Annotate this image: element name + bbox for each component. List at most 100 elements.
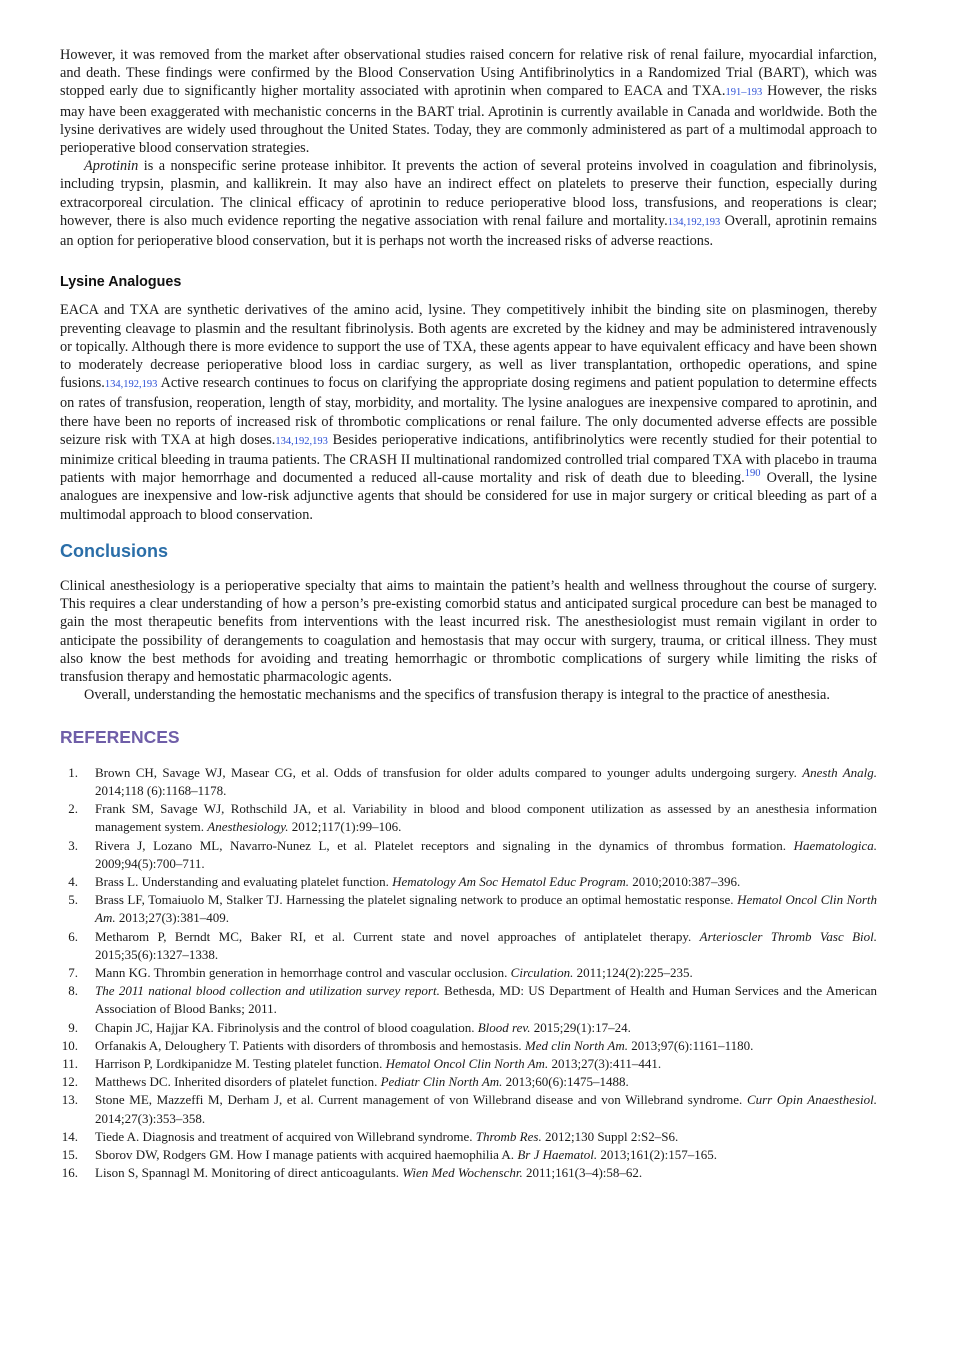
reference-number: 6. bbox=[68, 928, 78, 944]
reference-authors-title: Brown CH, Savage WJ, Masear CG, et al. O… bbox=[95, 764, 803, 780]
reference-volume: 2012;130 Suppl 2:S2–S6. bbox=[541, 1128, 679, 1144]
reference-number: 7. bbox=[68, 964, 78, 980]
reference-number: 5. bbox=[68, 892, 78, 908]
reference-volume: 2015;29(1):17–24. bbox=[530, 1019, 631, 1035]
conclusions-paragraph-1: Clinical anesthesiology is a perioperati… bbox=[60, 578, 877, 686]
citation-link[interactable]: 190 bbox=[744, 468, 761, 480]
reference-volume: 2011;161(3–4):58–62. bbox=[522, 1165, 643, 1181]
intro-paragraph-1: However, it was removed from the market … bbox=[60, 46, 877, 157]
reference-journal: Anesthesiology. bbox=[207, 819, 289, 835]
reference-number: 14. bbox=[61, 1128, 78, 1144]
reference-item: 15. Sborov DW, Rodgers GM. How I manage p… bbox=[60, 1146, 877, 1164]
reference-item: 4. Brass L. Understanding and evaluating … bbox=[60, 873, 877, 891]
reference-authors-title: Matthews DC. Inherited disorders of plat… bbox=[95, 1074, 381, 1090]
reference-journal: Med clin North Am. bbox=[524, 1037, 628, 1053]
paragraph-text: Overall, the lysine analogues are inexpe… bbox=[60, 470, 877, 523]
paragraph-text: Besides perioperative indications, antif… bbox=[60, 431, 877, 487]
reference-journal: Haematologica. bbox=[793, 837, 877, 853]
reference-journal: The 2011 national blood collection and u… bbox=[95, 983, 440, 999]
reference-authors-title: Tiede A. Diagnosis and treatment of acqu… bbox=[95, 1128, 476, 1144]
reference-number: 9. bbox=[68, 1019, 78, 1035]
document-page: However, it was removed from the market … bbox=[60, 46, 877, 1182]
reference-journal: Br J Haematol. bbox=[517, 1146, 598, 1162]
reference-authors-title: Mann KG. Thrombin generation in hemorrha… bbox=[95, 964, 511, 980]
references-heading: REFERENCES bbox=[60, 726, 180, 747]
reference-number: 16. bbox=[61, 1165, 78, 1181]
reference-journal: Blood rev. bbox=[477, 1019, 531, 1035]
reference-item: 16. Lison S, Spannagl M. Monitoring of di… bbox=[60, 1164, 877, 1182]
reference-volume: 2011;124(2):225–235. bbox=[573, 964, 693, 980]
intro-paragraph-2: Aprotinin is a nonspecific serine protea… bbox=[60, 157, 877, 250]
reference-journal: Circulation. bbox=[510, 964, 574, 980]
reference-item: 8. The 2011 national blood collection and… bbox=[60, 982, 877, 1018]
conclusions-paragraph-2: Overall, understanding the hemostatic me… bbox=[84, 687, 830, 704]
reference-number: 3. bbox=[68, 837, 78, 853]
reference-number: 13. bbox=[61, 1092, 78, 1108]
reference-authors-title: Harrison P, Lordkipanidze M. Testing pla… bbox=[95, 1055, 386, 1071]
reference-volume: 2013;27(3):381–409. bbox=[115, 910, 229, 926]
paragraph-text: However, it was removed from the market … bbox=[60, 47, 877, 100]
reference-volume: 2015;35(6):1327–1338. bbox=[95, 946, 219, 962]
reference-authors-title: Brass L. Understanding and evaluating pl… bbox=[95, 873, 393, 889]
lysine-paragraph: EACA and TXA are synthetic derivatives o… bbox=[60, 301, 877, 523]
reference-number: 11. bbox=[62, 1055, 78, 1071]
reference-item: 10. Orfanakis A, Deloughery T. Patients w… bbox=[60, 1037, 877, 1055]
reference-journal: Hematol Oncol Clin North Am. bbox=[95, 892, 878, 926]
paragraph-text: Overall, aprotinin remains an option for… bbox=[60, 212, 877, 250]
paragraph-text: However, the risks may have been exagger… bbox=[60, 83, 877, 157]
citation-link[interactable]: 191–193 bbox=[725, 87, 763, 99]
reference-journal: Arterioscler Thromb Vasc Biol. bbox=[699, 928, 877, 944]
reference-volume: 2009;94(5):700–711. bbox=[95, 855, 205, 871]
reference-number: 10. bbox=[61, 1037, 78, 1053]
reference-authors-title: Frank SM, Savage WJ, Rothschild JA, et a… bbox=[95, 801, 877, 835]
reference-number: 15. bbox=[61, 1146, 78, 1162]
reference-item: 2. Frank SM, Savage WJ, Rothschild JA, et… bbox=[60, 800, 877, 836]
reference-authors-title: Sborov DW, Rodgers GM. How I manage pati… bbox=[95, 1146, 518, 1162]
reference-volume: 2012;117(1):99–106. bbox=[288, 819, 402, 835]
citation-link[interactable]: 134,192,193 bbox=[667, 216, 721, 228]
reference-number: 1. bbox=[68, 764, 78, 780]
reference-number: 4. bbox=[68, 873, 78, 889]
reference-number: 8. bbox=[68, 983, 78, 999]
reference-item: 3. Rivera J, Lozano ML, Navarro-Nunez L, … bbox=[60, 837, 877, 873]
citation-link[interactable]: 134,192,193 bbox=[275, 435, 328, 447]
reference-journal: Hematology Am Soc Hematol Educ Program. bbox=[392, 873, 629, 889]
lysine-analogues-heading: Lysine Analogues bbox=[60, 274, 182, 291]
reference-volume: Bethesda, MD: US Department of Health an… bbox=[95, 983, 877, 1017]
reference-item: 12. Matthews DC. Inherited disorders of p… bbox=[60, 1073, 877, 1091]
reference-journal: Pediatr Clin North Am. bbox=[380, 1074, 503, 1090]
citation-link[interactable]: 134,192,193 bbox=[104, 379, 158, 391]
reference-authors-title: Lison S, Spannagl M. Monitoring of direc… bbox=[95, 1165, 403, 1181]
reference-journal: Thromb Res. bbox=[475, 1128, 542, 1144]
reference-volume: 2010;2010:387–396. bbox=[628, 873, 741, 889]
reference-item: 9. Chapin JC, Hajjar KA. Fibrinolysis and… bbox=[60, 1019, 877, 1037]
reference-number: 2. bbox=[68, 801, 78, 817]
reference-volume: 2013;161(2):157–165. bbox=[597, 1146, 717, 1162]
reference-item: 14. Tiede A. Diagnosis and treatment of a… bbox=[60, 1128, 877, 1146]
reference-volume: 2014;118 (6):1168–1178. bbox=[95, 782, 227, 798]
reference-journal: Anesth Analg. bbox=[802, 764, 877, 780]
reference-number: 12. bbox=[61, 1074, 78, 1090]
conclusions-heading: Conclusions bbox=[60, 540, 169, 561]
paragraph-text: Active research continues to focus on cl… bbox=[60, 375, 877, 448]
reference-volume: 2013;97(6):1161–1180. bbox=[627, 1037, 754, 1053]
paragraph-text: is a nonspecific serine protease inhibit… bbox=[60, 158, 877, 229]
reference-item: 5. Brass LF, Tomaiuolo M, Stalker TJ. Har… bbox=[60, 891, 877, 927]
reference-authors-title: Stone ME, Mazzeffi M, Derham J, et al. C… bbox=[95, 1092, 747, 1108]
reference-journal: Hematol Oncol Clin North Am. bbox=[385, 1055, 549, 1071]
reference-authors-title: Orfanakis A, Deloughery T. Patients with… bbox=[95, 1037, 525, 1053]
reference-volume: 2014;27(3):353–358. bbox=[95, 1110, 206, 1126]
reference-list: 1. Brown CH, Savage WJ, Masear CG, et al.… bbox=[60, 764, 877, 1183]
reference-volume: 2013;27(3):411–441. bbox=[548, 1055, 662, 1071]
reference-authors-title: Rivera J, Lozano ML, Navarro-Nunez L, et… bbox=[95, 837, 794, 853]
reference-journal: Curr Opin Anaesthesiol. bbox=[746, 1092, 877, 1108]
reference-authors-title: Brass LF, Tomaiuolo M, Stalker TJ. Harne… bbox=[95, 892, 738, 908]
paragraph-text: EACA and TXA are synthetic derivatives o… bbox=[60, 302, 877, 392]
reference-item: 1. Brown CH, Savage WJ, Masear CG, et al.… bbox=[60, 764, 877, 800]
term-aprotinin: Aprotinin bbox=[84, 158, 139, 175]
reference-journal: Wien Med Wochenschr. bbox=[402, 1165, 523, 1181]
reference-volume: 2013;60(6):1475–1488. bbox=[502, 1074, 629, 1090]
reference-item: 7. Mann KG. Thrombin generation in hemorr… bbox=[60, 964, 877, 982]
reference-item: 13. Stone ME, Mazzeffi M, Derham J, et al… bbox=[60, 1091, 877, 1127]
reference-authors-title: Chapin JC, Hajjar KA. Fibrinolysis and t… bbox=[95, 1019, 478, 1035]
